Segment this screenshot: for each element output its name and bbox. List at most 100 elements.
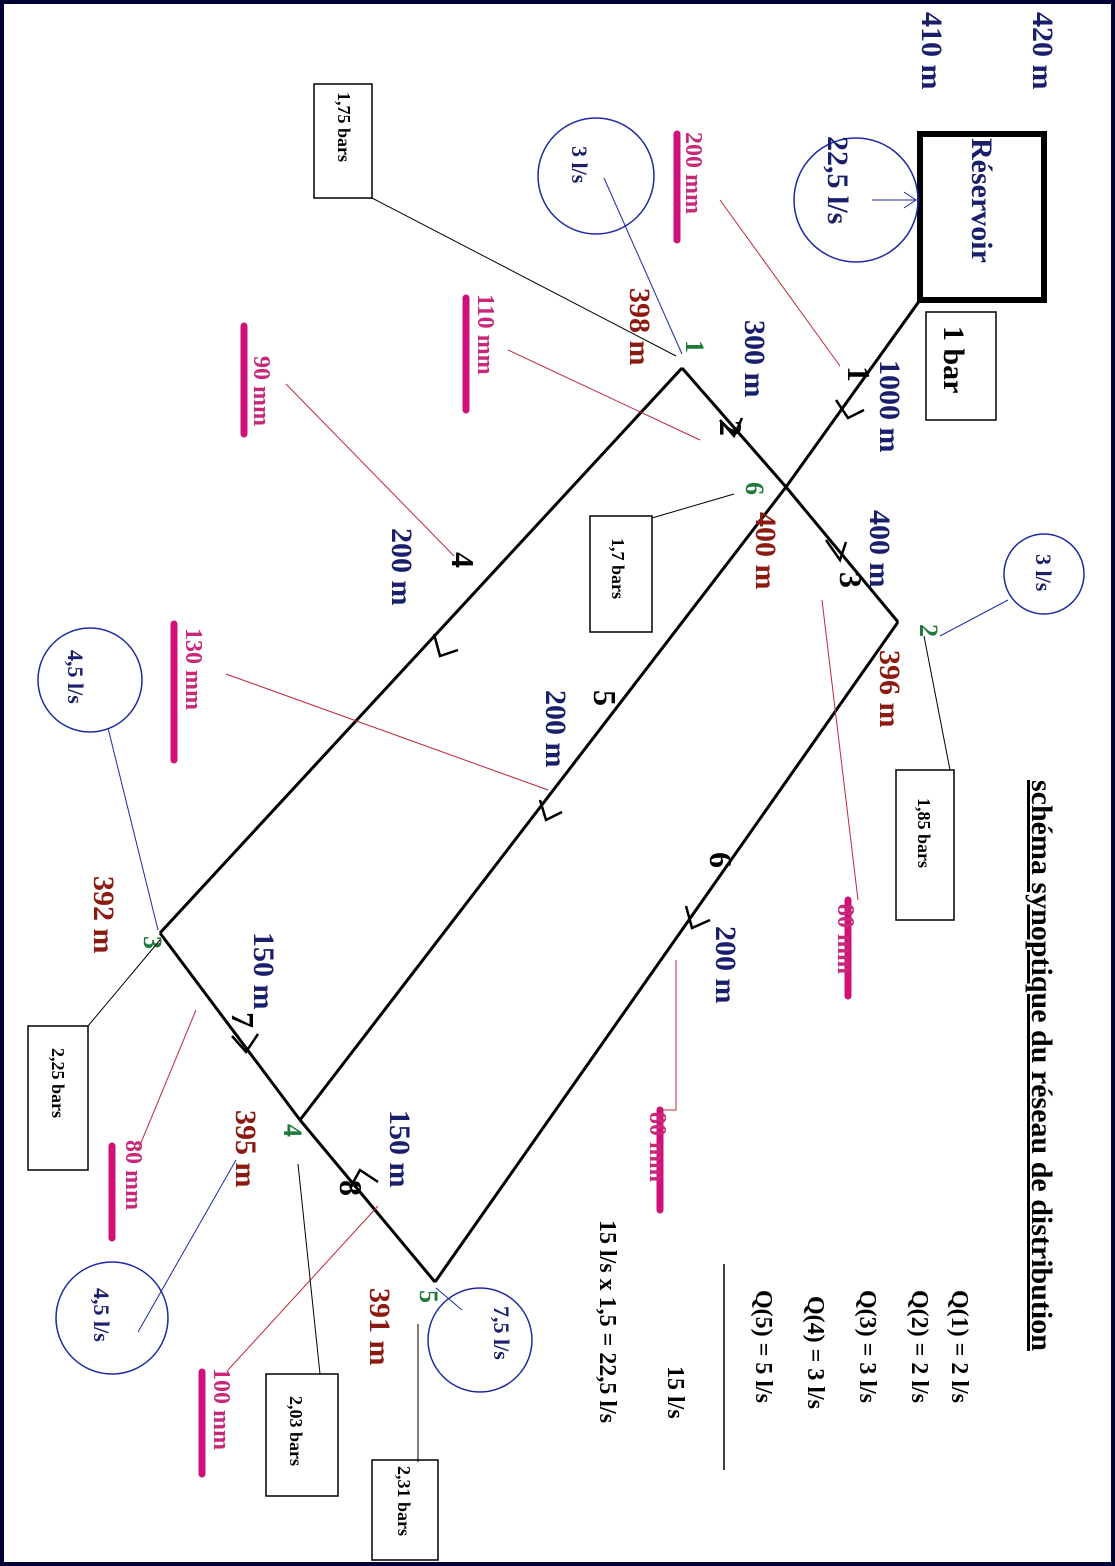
- pipe-2-line: [680, 367, 788, 488]
- node-5-demand-leader: [435, 1287, 463, 1311]
- node-2-demand-leader: [939, 599, 1009, 637]
- node-3-pressure-box: [27, 1025, 89, 1171]
- arrow-pipe-6: [684, 905, 711, 930]
- node-4-demand-circle: [55, 1261, 169, 1375]
- node-5-elevation: 391 m: [363, 1288, 396, 1366]
- pipe-2-length: 300 m: [738, 320, 771, 398]
- pipe-lines: [158, 299, 922, 1283]
- pipe-5-line: [298, 486, 788, 1121]
- node-2-pressure-leader: [923, 635, 951, 771]
- pipe-2-number: 2: [713, 420, 749, 436]
- node-6-pressure-box: [589, 515, 653, 633]
- pipe-6-diameter-leader: [660, 960, 677, 1111]
- node-4-demand: 4,5 l/s: [89, 1288, 114, 1342]
- pipe-4-diameter-leader: [285, 383, 455, 557]
- node-4-id: 4: [278, 1124, 307, 1137]
- node-5-id: 5: [414, 1290, 443, 1303]
- pipe-8-diameter: 100 mm: [208, 1368, 234, 1450]
- node-5-demand-circle: [427, 1287, 533, 1393]
- pipe-5-number: 5: [587, 690, 623, 706]
- reservoir-flow-circle: [793, 137, 919, 263]
- node-1-pressure-box: [313, 83, 373, 199]
- reservoir-level-bottom: 410 m: [915, 12, 948, 90]
- pipe-3-length: 400 m: [863, 510, 896, 588]
- flow-q3: Q(3) = 3 l/s: [854, 1290, 880, 1403]
- network-diagram: Réservoir 420 m 410 m 22,5 l/s 1 bar sch…: [27, 12, 1085, 1561]
- flow-total: 15 l/s x 1,5 = 22,5 l/s: [594, 1220, 620, 1423]
- pipe-6-line: [433, 621, 900, 1283]
- pipe-4-line: [158, 366, 684, 935]
- pipe-1-line: [784, 299, 922, 488]
- reservoir-flow-arrowhead: [903, 191, 917, 209]
- flow-q1: Q(1) = 2 l/s: [946, 1290, 972, 1403]
- node-1-demand: 3 l/s: [567, 146, 592, 184]
- pipe-7-line: [158, 932, 302, 1121]
- node-6-pressure-leader: [651, 493, 735, 519]
- arrow-pipe-2: [719, 417, 744, 439]
- pipe-7-length: 150 m: [247, 932, 280, 1010]
- reservoir-level-top: 420 m: [1026, 12, 1059, 90]
- node-3-id: 3: [138, 936, 167, 949]
- node-2-pressure-box: [895, 769, 955, 921]
- reservoir-flow: 22,5 l/s: [821, 136, 854, 224]
- pipe-1-length: 1000 m: [873, 360, 906, 453]
- node-3-demand-circle: [37, 627, 143, 733]
- node-1-pressure: 1,75 bars: [334, 92, 354, 162]
- arrow-pipe-5: [538, 799, 563, 822]
- pipe-2-diameter-leader: [507, 349, 701, 441]
- node-4-demand-leader: [137, 1159, 237, 1333]
- node-1-demand-circle: [537, 117, 655, 235]
- pipe-2-diameter: 110 mm: [472, 294, 498, 375]
- node-2-pressure: 1,85 bars: [914, 798, 934, 868]
- node-2-elevation: 396 m: [873, 650, 906, 728]
- flow-q2: Q(2) = 2 l/s: [906, 1290, 932, 1403]
- pipe-5-diameter: 130 mm: [180, 628, 206, 710]
- arrow-pipe-4: [432, 633, 459, 658]
- node-4-pressure: 2,03 bars: [286, 1396, 306, 1466]
- node-1-id: 1: [680, 340, 709, 353]
- node-6-elevation: 400 m: [749, 512, 782, 590]
- flow-q5: Q(5) = 5 l/s: [750, 1290, 776, 1403]
- flow-q4: Q(4) = 3 l/s: [802, 1296, 828, 1409]
- pipe-1-diameter-leader: [719, 199, 841, 367]
- pipe-6-length: 200 m: [709, 926, 742, 1004]
- node-3-pressure: 2,25 bars: [48, 1048, 68, 1118]
- node-4-elevation: 395 m: [229, 1110, 262, 1188]
- node-2-demand: 3 l/s: [1031, 554, 1056, 592]
- page-title: schéma synoptique du réseau de distribut…: [1025, 780, 1058, 1351]
- pipe-7-diameter-leader: [137, 1009, 197, 1151]
- pipe-3-number: 3: [833, 572, 869, 588]
- node-1-elevation: 398 m: [623, 288, 656, 366]
- flow-arrows: [231, 399, 865, 1189]
- flow-sum: 15 l/s: [662, 1366, 688, 1419]
- pipe-8-number: 8: [333, 1180, 369, 1196]
- arrow-pipe-8: [348, 1168, 379, 1189]
- node-5-demand: 7,5 l/s: [489, 1306, 514, 1360]
- node-3-pressure-leader: [87, 939, 161, 1027]
- node-1-demand-leader: [603, 177, 683, 355]
- pipe-7-diameter: 80 mm: [120, 1140, 146, 1210]
- arrow-pipe-1: [834, 399, 865, 420]
- pipe-5-diameter-leader: [225, 673, 549, 791]
- reservoir-pressure-box: [925, 311, 997, 421]
- pipe-8-diameter-leader: [227, 1205, 379, 1371]
- node-4-pressure-leader: [297, 1163, 321, 1375]
- reservoir-pressure: 1 bar: [937, 326, 970, 394]
- node-5-pressure-box: [371, 1459, 439, 1561]
- node-2-id: 2: [914, 624, 943, 637]
- node-3-demand-leader: [107, 727, 159, 931]
- pipe-4-diameter: 90 mm: [248, 356, 274, 426]
- pipe-3-diameter: 80 mm: [832, 904, 858, 974]
- pipe-7-number: 7: [225, 1012, 261, 1028]
- node-3-elevation: 392 m: [87, 876, 120, 954]
- pipe-1-diameter: 200 mm: [680, 132, 706, 214]
- pipe-3-diameter-leader: [821, 599, 859, 901]
- node-5-pressure: 2,31 bars: [394, 1466, 414, 1536]
- pipe-4-number: 4: [445, 552, 481, 568]
- node-3-demand: 4,5 l/s: [63, 650, 88, 704]
- pipe-8-line: [298, 1119, 437, 1283]
- node-2-demand-circle: [1003, 533, 1085, 615]
- node-4-pressure-box: [265, 1373, 339, 1497]
- pipe-4-length: 200 m: [385, 528, 418, 606]
